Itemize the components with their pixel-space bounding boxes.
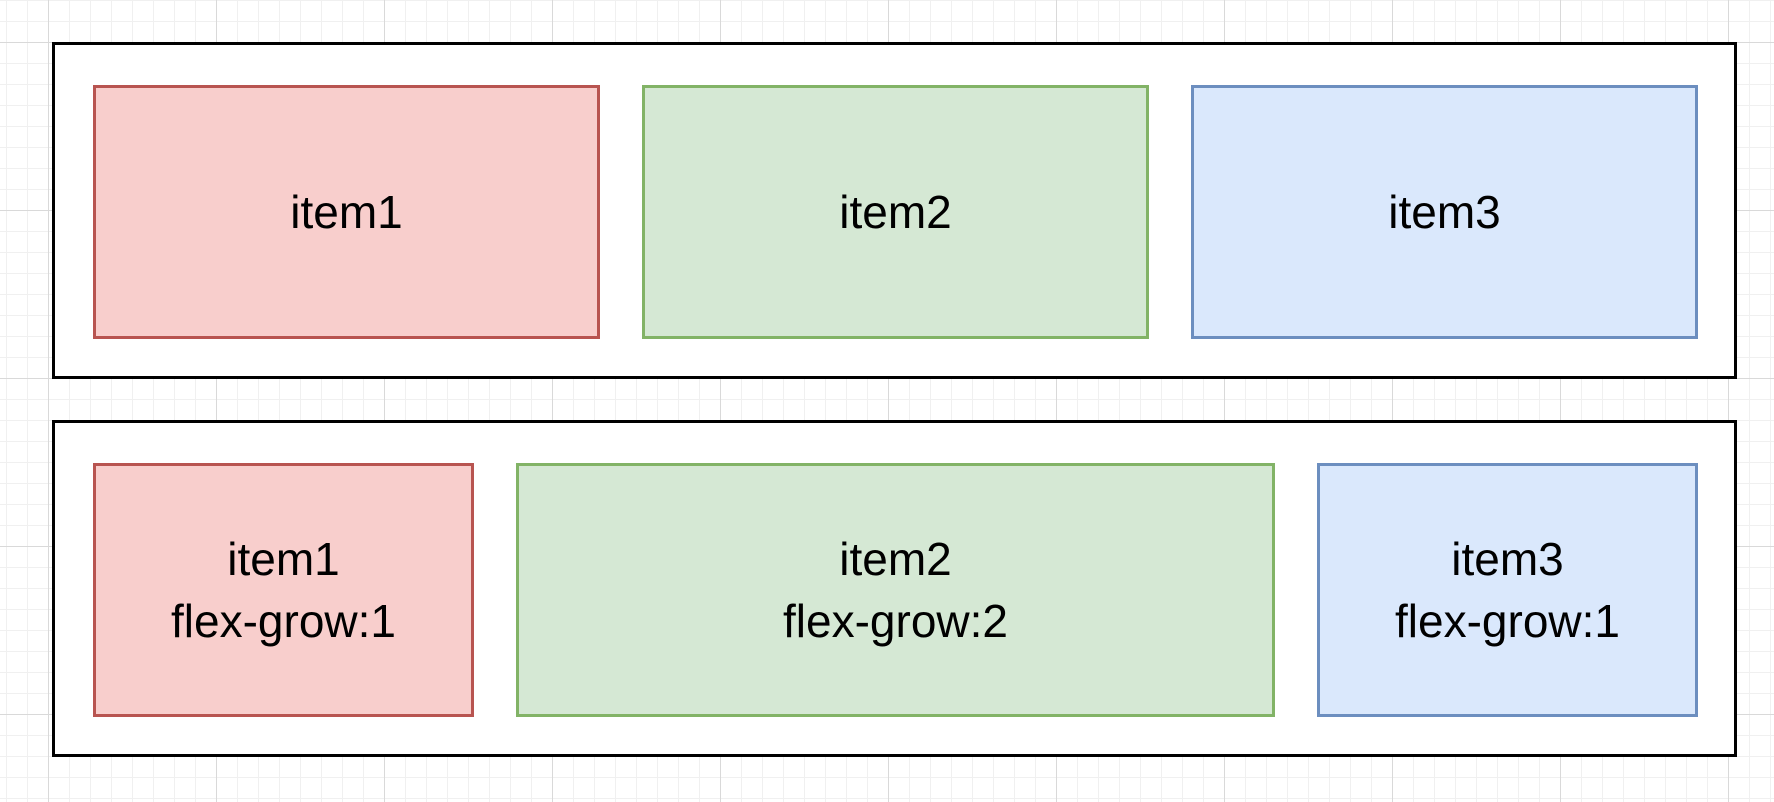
item3-box: item3 bbox=[1191, 85, 1698, 339]
container-flex-grow-items: item1 flex-grow:1 item2 flex-grow:2 item… bbox=[52, 420, 1737, 757]
item1-label: item1 bbox=[290, 186, 403, 238]
container-equal-items: item1 item2 item3 bbox=[52, 42, 1737, 379]
item2-label: item2 bbox=[839, 533, 952, 585]
item1-flex-grow-box: item1 flex-grow:1 bbox=[93, 463, 474, 717]
item2-box: item2 bbox=[642, 85, 1149, 339]
item2-flex-grow-box: item2 flex-grow:2 bbox=[516, 463, 1275, 717]
item1-box: item1 bbox=[93, 85, 600, 339]
item3-flex-grow-box: item3 flex-grow:1 bbox=[1317, 463, 1698, 717]
item2-label: item2 bbox=[839, 186, 952, 238]
item3-label: item3 bbox=[1388, 186, 1501, 238]
item1-flex-grow-label: flex-grow:1 bbox=[171, 595, 396, 647]
item3-flex-grow-label: flex-grow:1 bbox=[1395, 595, 1620, 647]
item2-flex-grow-label: flex-grow:2 bbox=[783, 595, 1008, 647]
item1-label: item1 bbox=[227, 533, 340, 585]
item3-label: item3 bbox=[1451, 533, 1564, 585]
